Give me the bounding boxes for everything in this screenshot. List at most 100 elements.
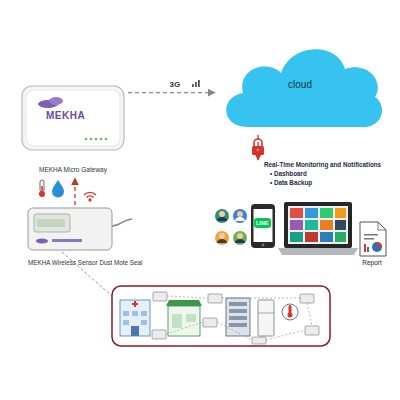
site-group-part — [258, 313, 274, 314]
signal-icon-part — [198, 80, 200, 87]
signal-icon-part — [195, 82, 197, 87]
site-group-part — [168, 306, 200, 336]
site-group-part-part — [167, 296, 208, 298]
sensor-device-part — [37, 219, 65, 227]
dashed-connector — [128, 92, 215, 93]
water-drop-icon — [52, 180, 64, 198]
thermometer-icon-part — [40, 180, 44, 192]
lock-icon-part — [252, 146, 264, 155]
gateway-device-part — [95, 138, 98, 141]
sensor-node: MEKHA Wireless Sensor Dust Mote Seal — [22, 205, 152, 270]
wifi-icon-part — [87, 196, 94, 198]
thermometer-icon — [39, 180, 45, 197]
app-badge: LINE — [254, 218, 271, 228]
site-group-part-part — [217, 322, 252, 340]
lock-icon-part — [254, 139, 262, 146]
site-group — [62, 252, 330, 346]
device-label: MEKHA Wireless Sensor Dust Mote Seal — [28, 259, 142, 266]
device-label: MEKHA Micro Gateway — [18, 166, 128, 173]
laptop-icon-part — [305, 208, 318, 218]
laptop-icon-part — [288, 206, 348, 244]
laptop-icon-part — [284, 202, 352, 248]
gateway-device-part — [85, 138, 88, 141]
site-group-part-part — [152, 330, 166, 339]
site-group-part — [120, 300, 150, 336]
device-logo-text: MEKHA — [46, 110, 85, 121]
user-avatars-part — [215, 209, 229, 223]
laptop-icon-part — [278, 248, 358, 255]
site-group-part — [141, 311, 147, 316]
report-icon-part — [378, 222, 386, 230]
site-group-part — [172, 314, 182, 328]
site-group-part — [258, 300, 274, 336]
laptop-icon-part — [290, 220, 303, 230]
wifi-icon-part — [84, 192, 96, 195]
dashed-connector — [257, 135, 258, 160]
laptop-icon-part — [290, 232, 303, 242]
sensor-device-part — [112, 219, 132, 226]
site-group-part-part — [208, 294, 222, 303]
gateway-device-part — [100, 138, 103, 141]
sensor-device-part — [34, 214, 70, 232]
report-icon — [360, 222, 386, 256]
user-avatars-part — [237, 211, 243, 217]
site-group-part-part — [300, 294, 314, 303]
gateway-device — [22, 86, 124, 150]
site-group-part — [123, 320, 129, 325]
thermometer-icon-part — [41, 186, 43, 193]
service-item: • Dashboard — [270, 169, 398, 178]
edge-label: 3G — [170, 80, 181, 89]
user-avatars-part — [219, 211, 225, 217]
user-avatars-part — [233, 231, 247, 245]
signal-icon-part — [192, 84, 194, 87]
site-group-part — [132, 311, 138, 316]
site-group-part — [288, 313, 293, 318]
site-group-part — [226, 298, 250, 336]
site-group-part-part — [222, 298, 300, 299]
laptop-icon-part — [305, 232, 318, 242]
site-group-part-part — [305, 326, 319, 335]
gateway-node: MEKHA MEKHA Micro Gateway — [18, 82, 128, 178]
report-icon-part — [360, 222, 386, 256]
site-group-part — [166, 300, 202, 306]
site-group-part — [112, 286, 330, 346]
dashed-connector — [74, 178, 75, 205]
site-group-part-part — [307, 303, 312, 326]
user-avatars-part — [215, 231, 229, 245]
lock-icon — [252, 139, 264, 155]
user-avatars-part — [219, 233, 225, 239]
cloud-label: cloud — [215, 79, 385, 90]
gateway-device-part — [22, 86, 124, 150]
phone-icon — [251, 204, 275, 248]
lock-icon-part — [257, 149, 259, 151]
phone-icon-part — [251, 204, 275, 248]
site-group-part — [229, 302, 247, 306]
site-group-part — [141, 320, 147, 325]
report-label: Report — [352, 259, 392, 266]
report-icon-part — [367, 247, 369, 252]
wifi-icon — [84, 192, 96, 201]
site-group-part — [123, 311, 129, 316]
site-group-part-part — [203, 318, 217, 327]
laptop-icon-part — [335, 232, 346, 242]
sensor-device-part — [28, 208, 112, 250]
service-item: • Data Backup — [270, 178, 398, 187]
service-list: Real-Time Monitoring and Notifications• … — [250, 160, 398, 200]
report-icon-part — [364, 234, 378, 236]
site-group-part-part — [252, 337, 266, 344]
gateway-device-part — [26, 90, 120, 146]
gateway-device-part — [49, 97, 63, 105]
user-avatars-part — [233, 209, 247, 223]
site-group-part-part — [266, 330, 305, 340]
signal-icon — [192, 80, 200, 87]
site-group-part — [62, 252, 112, 296]
user-avatars-part — [237, 233, 243, 239]
sensor-device-part — [36, 239, 48, 244]
laptop-icon-part — [320, 220, 333, 230]
service-heading: Real-Time Monitoring and Notifications — [264, 160, 398, 169]
site-group-part — [229, 316, 247, 320]
site-group-part-part — [166, 322, 203, 334]
laptop-icon-part — [290, 208, 303, 218]
report-node: Report — [352, 222, 392, 270]
